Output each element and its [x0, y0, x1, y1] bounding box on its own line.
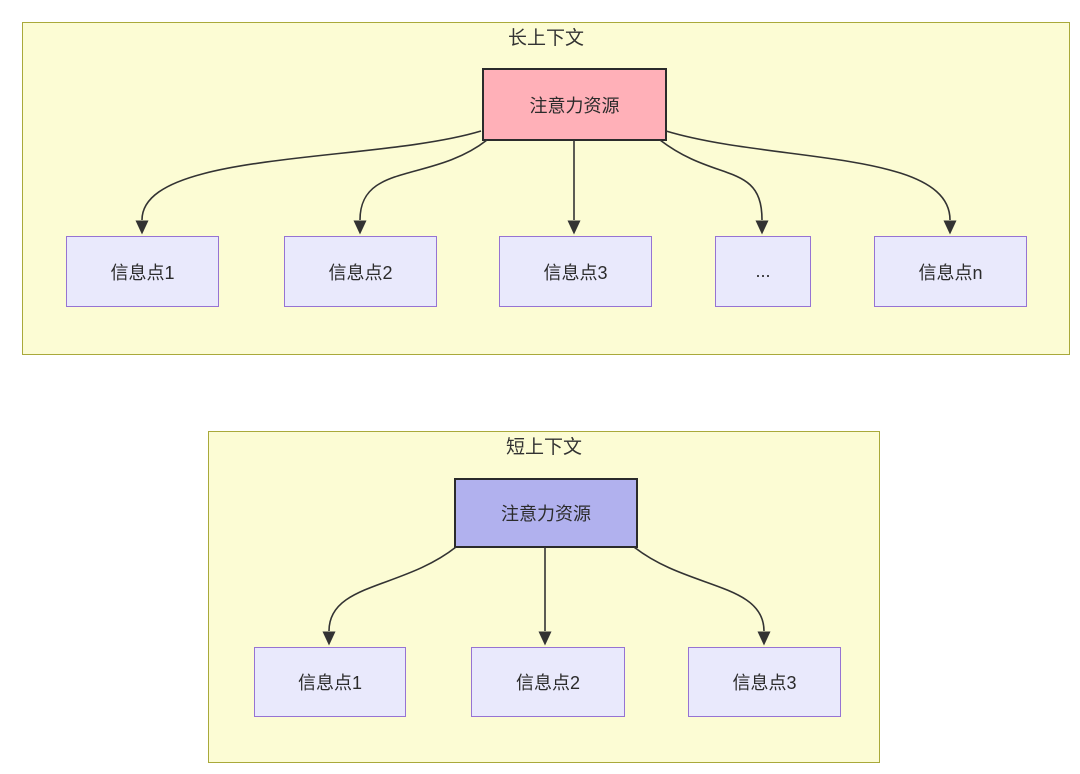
info-node-3-short: 信息点3 — [688, 647, 841, 717]
info-node-ellipsis: ... — [715, 236, 811, 307]
attention-resource-node-long: 注意力资源 — [482, 68, 667, 141]
info-node-3-long: 信息点3 — [499, 236, 652, 307]
info-node-2-short: 信息点2 — [471, 647, 625, 717]
info-node-1-short: 信息点1 — [254, 647, 406, 717]
long-context-panel-title: 长上下文 — [507, 28, 584, 49]
attention-resource-node-short: 注意力资源 — [454, 478, 638, 548]
attention-resource-label: 注意力资源 — [501, 504, 591, 524]
attention-resource-label: 注意力资源 — [529, 95, 620, 116]
info-node-1-long: 信息点1 — [66, 236, 219, 307]
info-node-n-long: 信息点n — [874, 236, 1027, 307]
short-context-panel: 短上下文 注意力资源 信息点1 信息点2 信息点3 — [208, 431, 880, 763]
long-context-panel: 长上下文 注意力资源 信息点1 信息点2 信息点3 ... 信息点n — [22, 22, 1070, 355]
short-context-panel-title: 短上下文 — [505, 437, 582, 458]
info-node-2-long: 信息点2 — [284, 236, 437, 307]
